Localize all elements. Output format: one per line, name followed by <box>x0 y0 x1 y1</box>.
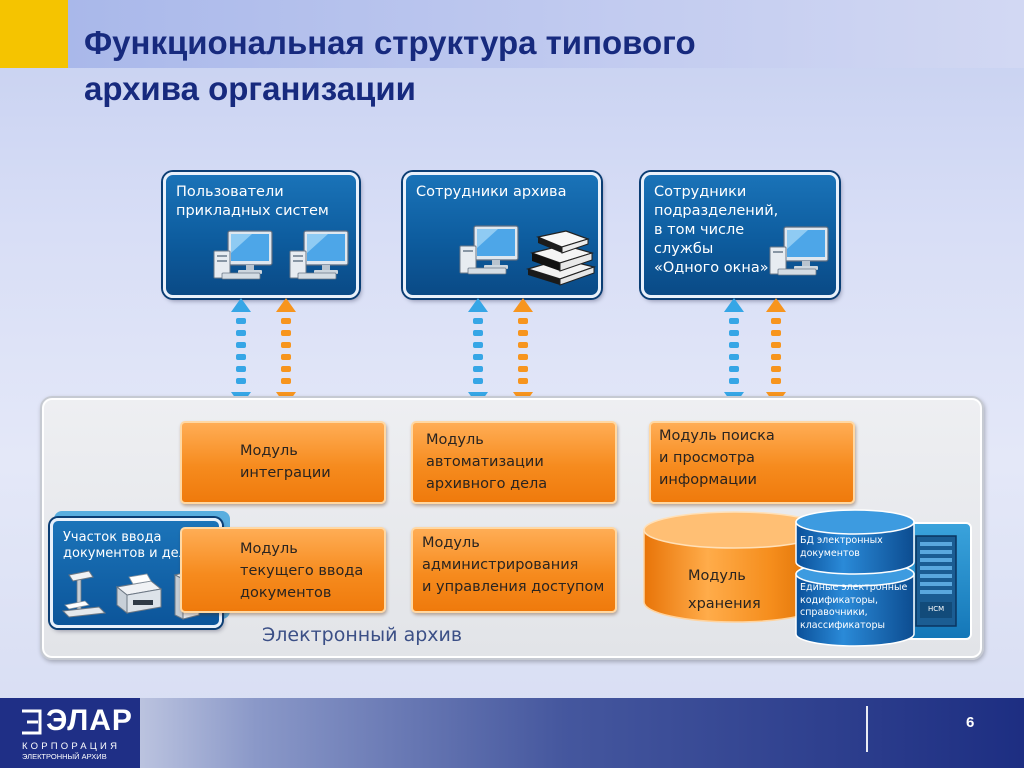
module-text-line: и управления доступом <box>422 579 605 595</box>
role-label-line: прикладных систем <box>176 203 329 219</box>
slide-title: Функциональная структура типового архива… <box>84 20 884 112</box>
module-text-line: Модуль поиска <box>659 428 775 444</box>
title-band <box>68 0 1024 68</box>
storage-device-label: HCM <box>928 605 945 613</box>
role-label-line: «Одного окна» <box>654 260 769 276</box>
db-text-line: документов <box>800 547 860 559</box>
module-search <box>649 421 855 504</box>
arrow-blue <box>231 298 251 406</box>
role-label: Пользователи прикладных систем <box>176 183 348 221</box>
role-label-line: подразделений, <box>654 203 779 219</box>
arrow-blue <box>724 298 744 406</box>
logo-mark-icon <box>22 709 42 735</box>
module-text-line: администрирования <box>422 557 579 573</box>
module-text-line: Модуль <box>422 535 480 551</box>
module-integration-text: Модуль интеграции <box>240 440 331 484</box>
module-administration-text: Модуль администрирования и управления до… <box>422 532 604 598</box>
logo-subtitle-1: КОРПОРАЦИЯ <box>22 741 121 752</box>
database-classifiers-text: Единые электронные кодификаторы, справоч… <box>800 582 907 632</box>
intake-label-line: Участок ввода <box>63 530 162 545</box>
module-storage-text: Модуль хранения <box>688 562 761 618</box>
role-label-line: Пользователи <box>176 184 284 200</box>
db-text-line: классификаторы <box>800 619 885 631</box>
role-label: Сотрудники архива <box>416 183 590 202</box>
storage-rack-icon <box>915 535 957 627</box>
intake-station-label: Участок ввода документов и дел <box>63 530 187 562</box>
logo-name: ЭЛАР <box>46 704 133 737</box>
role-label: Сотрудники подразделений, в том числе сл… <box>654 183 828 278</box>
computer-icon <box>459 225 519 275</box>
intake-label-line: документов и дел <box>63 546 187 561</box>
computer-icon <box>289 230 349 280</box>
arrow-orange <box>766 298 786 406</box>
role-box-archive-staff: Сотрудники архива <box>403 172 601 298</box>
module-text-line: текущего ввода <box>240 563 364 579</box>
database-icon <box>795 509 915 647</box>
logo-subtitle-2: ЭЛЕКТРОННЫЙ АРХИВ <box>22 752 107 761</box>
footer-divider <box>866 706 868 752</box>
module-text-line: Модуль <box>240 443 298 459</box>
arrow-blue <box>468 298 488 406</box>
module-text-line: Модуль <box>426 432 484 448</box>
module-text-line: автоматизации <box>426 454 544 470</box>
db-text-line: кодификаторы, <box>800 594 879 606</box>
db-text-line: БД электронных <box>800 535 883 546</box>
electronic-archive-label: Электронный архив <box>262 624 463 646</box>
role-label-line: Сотрудники <box>654 184 747 200</box>
role-label-line: в том числе <box>654 222 745 238</box>
computer-icon <box>769 226 829 276</box>
module-text-line: Модуль <box>240 541 298 557</box>
slide-title-line: архива организации <box>84 70 416 107</box>
computer-icon <box>213 230 273 280</box>
role-box-department-staff: Сотрудники подразделений, в том числе сл… <box>641 172 839 298</box>
database-documents-text: БД электронных документов <box>800 535 883 560</box>
arrow-orange <box>276 298 296 406</box>
arrow-orange <box>513 298 533 406</box>
module-administration <box>411 527 617 613</box>
footer-band <box>0 698 1024 768</box>
module-text-line: и просмотра <box>659 450 755 466</box>
module-automation-text: Модуль автоматизации архивного дела <box>426 429 547 495</box>
module-integration <box>180 421 386 504</box>
slide-title-line: Функциональная структура типового <box>84 24 696 61</box>
role-label-line: Сотрудники архива <box>416 184 567 200</box>
module-text-line: интеграции <box>240 465 331 481</box>
module-text-line: хранения <box>688 596 761 612</box>
db-text-line: справочники, <box>800 607 868 618</box>
scanner-icon <box>61 570 107 618</box>
title-accent-block <box>0 0 68 68</box>
module-text-line: документов <box>240 585 332 601</box>
module-search-text: Модуль поиска и просмотра информации <box>659 425 775 491</box>
books-icon <box>525 230 597 286</box>
role-box-application-users: Пользователи прикладных систем <box>163 172 359 298</box>
module-text-line: Модуль <box>688 568 746 584</box>
module-text-line: информации <box>659 472 757 488</box>
module-current-input <box>180 527 386 613</box>
printer-icon <box>115 573 163 615</box>
db-text-line: Единые электронные <box>800 582 908 593</box>
module-current-input-text: Модуль текущего ввода документов <box>240 538 363 604</box>
role-label-line: службы <box>654 241 714 257</box>
module-text-line: архивного дела <box>426 476 548 492</box>
page-number: 6 <box>966 714 975 731</box>
module-automation <box>411 421 617 504</box>
